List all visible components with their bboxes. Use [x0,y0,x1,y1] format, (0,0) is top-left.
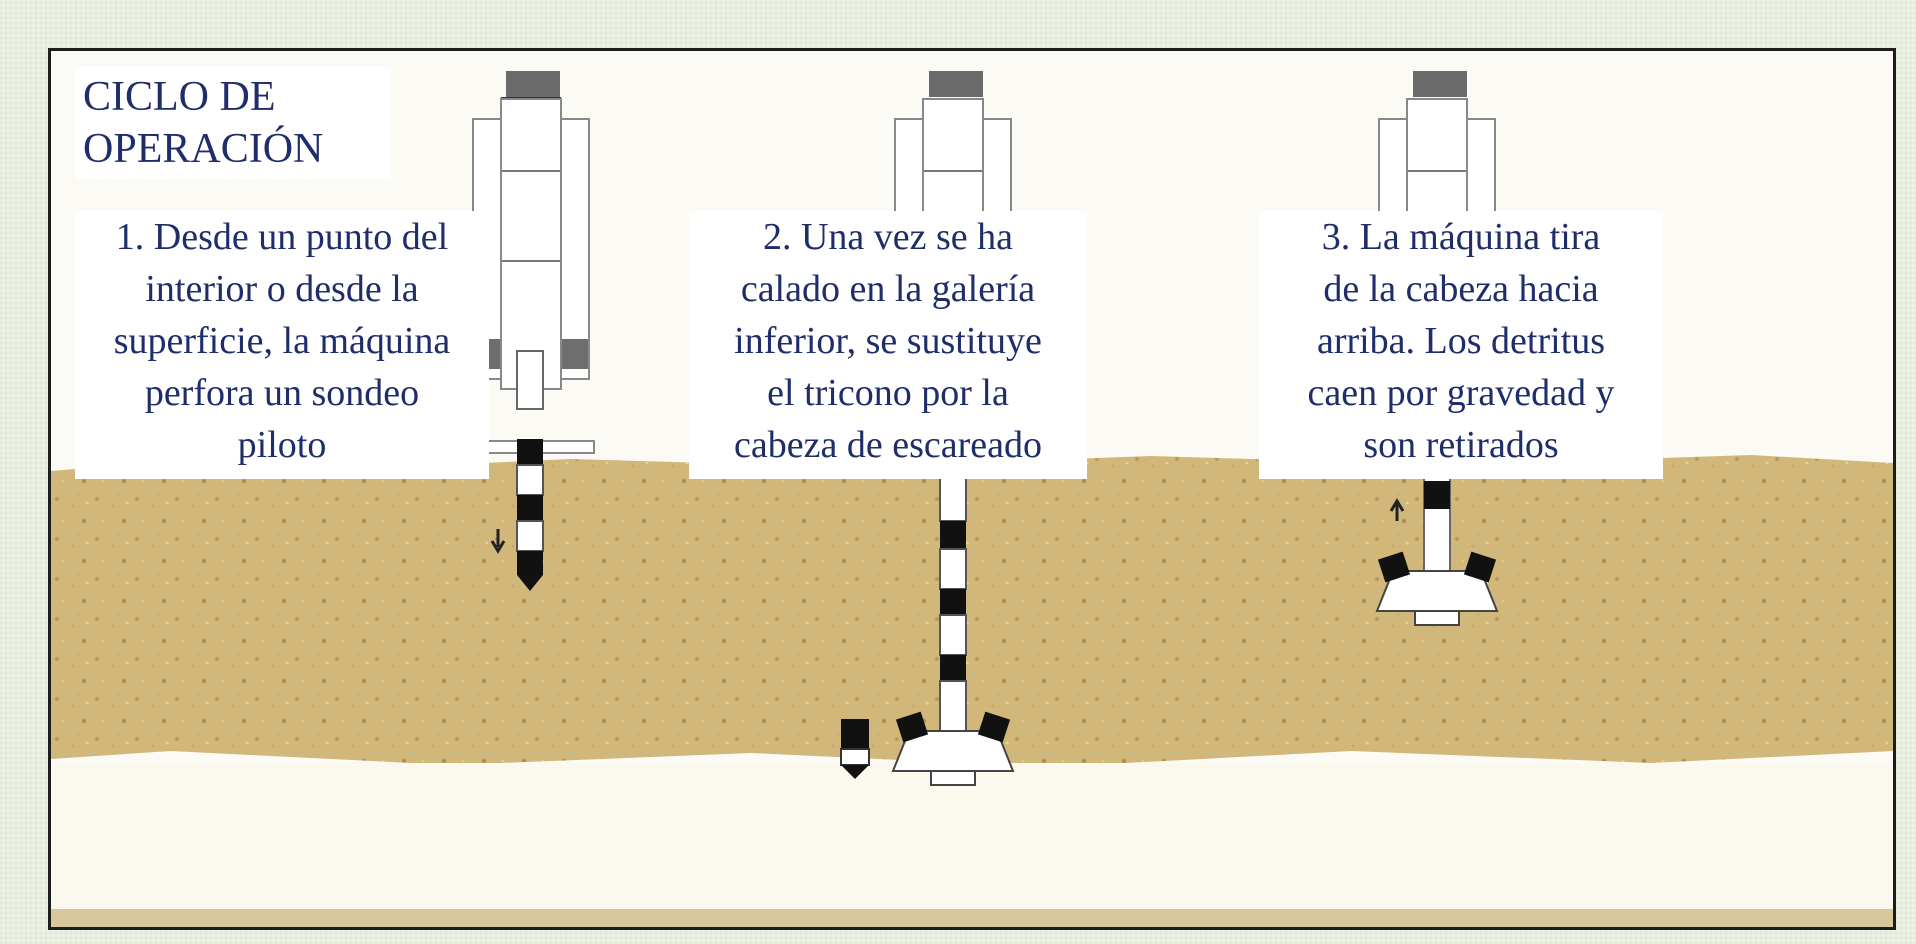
step-line: arriba. Los detritus [1316,320,1606,362]
step-line: cabeza de escareado [734,424,1042,466]
step-line: 3. La máquina tira [1321,216,1601,258]
step-1-caption: 1. Desde un punto del interior o desde l… [75,211,489,479]
down-arrow-1 [490,529,506,554]
title-line: CICLO DE [83,74,276,120]
diagram-frame: CICLO DE OPERACIÓN 1. Desde un punto del… [48,48,1896,930]
raise-boring-illustration [51,71,1893,927]
step-line: de la cabeza hacia [1323,268,1599,310]
step-line: inferior, se sustituye [734,320,1042,362]
bottom-soil-strip [51,909,1893,927]
rock-stratum [51,455,1893,767]
step-line: 1. Desde un punto del [115,216,449,258]
step-line: piloto [237,424,327,466]
title-line: OPERACIÓN [83,126,324,172]
lower-gallery [51,763,1893,913]
step-line: calado en la galería [740,268,1036,310]
page-title: CICLO DE OPERACIÓN [75,67,391,179]
step-line: perfora un sondeo [144,372,420,414]
step-3-caption: 3. La máquina tira de la cabeza hacia ar… [1259,211,1663,479]
reaming-head-3 [1375,551,1499,626]
pilot-tricone-bit-1 [517,575,543,591]
removed-tricone-bit [840,719,870,779]
step-line: caen por gravedad y [1307,372,1615,414]
reaming-head-2 [891,711,1015,786]
step-line: el tricono por la [767,372,1009,414]
drill-rod-1 [490,350,544,591]
up-arrow-3 [1389,498,1405,521]
step-line: superficie, la máquina [113,320,451,362]
step-2-caption: 2. Una vez se ha calado en la galería in… [689,211,1087,479]
step-line: interior o desde la [145,268,419,310]
step-line: 2. Una vez se ha [762,216,1014,258]
step-line: son retirados [1363,424,1559,466]
